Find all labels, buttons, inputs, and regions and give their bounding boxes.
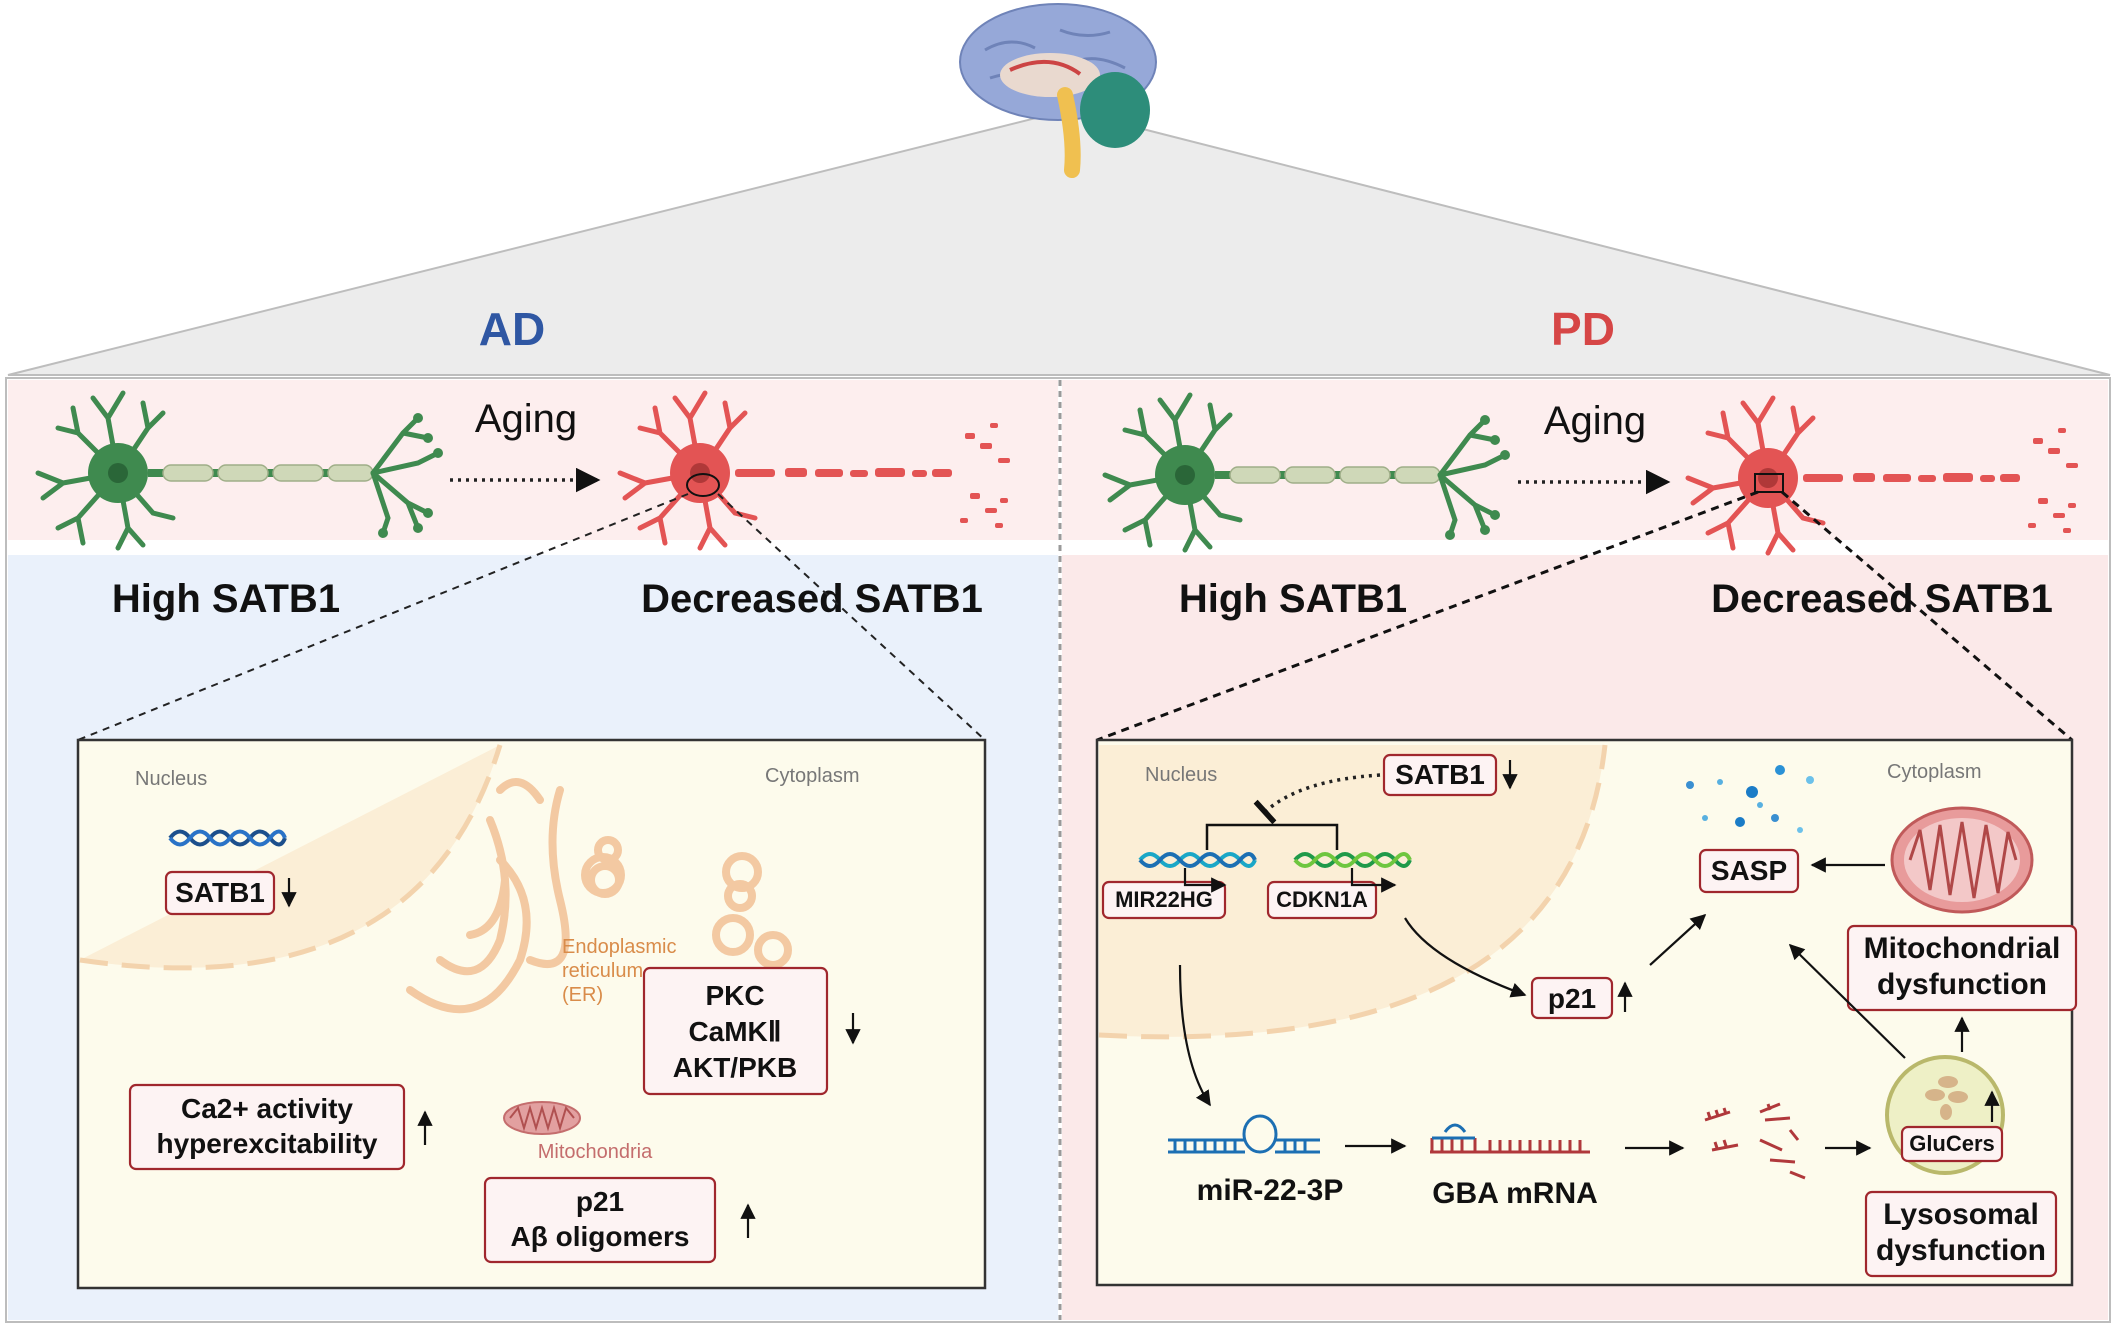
pd-aging-label: Aging	[1544, 399, 1646, 443]
pd-satb1-label: SATB1	[1395, 759, 1485, 790]
ad-satb1-label: SATB1	[175, 877, 265, 908]
mitochondria-icon	[503, 1101, 581, 1135]
ad-kinase-pkc: PKC	[705, 980, 764, 1011]
ad-cytoplasm-label: Cytoplasm	[765, 765, 859, 787]
ad-neuron-band	[8, 380, 1058, 540]
pd-mito-dysfunction-box	[1846, 924, 2078, 1012]
pd-p21-box	[1530, 976, 1614, 1020]
cdkn1a-dna-icon	[1293, 852, 1412, 868]
mitochondrion-icon	[1890, 806, 2034, 914]
projection-trapezoid	[7, 108, 2111, 376]
p21-to-sasp-arrow	[1649, 913, 1707, 966]
sasp-particles-icon	[1686, 765, 1814, 833]
pd-mito-line1: Mitochondrial	[1864, 932, 2061, 965]
pd-p21-label: p21	[1548, 983, 1596, 1014]
pd-cdkn1a-label: CDKN1A	[1276, 887, 1368, 912]
cdkn1a-tss-arrow	[1350, 868, 1397, 893]
pd-cytoplasm-label: Cytoplasm	[1887, 761, 1981, 783]
lysosome-to-sasp-arrow	[1788, 943, 1906, 1059]
brain-icon	[959, 3, 1157, 178]
pd-mito-line2: dysfunction	[1877, 968, 2047, 1001]
ad-zoom-line-left	[77, 493, 689, 741]
pd-zoom-line-left	[1096, 490, 1759, 742]
degraded-mrna-icon	[1704, 1102, 1806, 1180]
ad-p21-box	[483, 1176, 717, 1264]
mir22hg-to-mir-arrow	[1178, 964, 1211, 1107]
er-label-line1: Endoplasmic	[562, 936, 677, 958]
pd-glucers-box	[1900, 1125, 2004, 1163]
er-label-line3: (ER)	[562, 984, 603, 1006]
pd-mir22hg-box	[1101, 880, 1227, 920]
pd-inhibit-bracket	[1205, 823, 1339, 850]
ad-zoom-marker	[686, 473, 720, 497]
ad-nucleus-label: Nucleus	[135, 768, 207, 790]
pd-decreased-satb1: Decreased SATB1	[1711, 577, 2053, 621]
er-icon	[406, 778, 792, 1014]
pd-sasp-box	[1698, 848, 1800, 894]
pd-mir22hg-label: MIR22HG	[1115, 887, 1213, 912]
cdkn1a-to-p21-arrow	[1404, 917, 1527, 998]
pd-gba-label: GBA mRNA	[1432, 1177, 1598, 1210]
mitochondria-label: Mitochondria	[538, 1141, 653, 1163]
pd-mir-label: miR-22-3P	[1197, 1174, 1344, 1207]
ad-satb1-box	[164, 870, 276, 916]
pd-nucleus-label: Nucleus	[1145, 764, 1217, 786]
pd-cdkn1a-box	[1266, 880, 1378, 920]
mir22hg-tss-arrow	[1183, 868, 1227, 893]
ad-aging-label: Aging	[475, 397, 577, 441]
dna-icon	[168, 829, 287, 847]
ad-kinase-camkii: CaMKⅡ	[688, 1016, 781, 1047]
ad-kinase-box	[642, 966, 829, 1096]
ad-ca-box	[128, 1083, 406, 1171]
ad-ca-line2: hyperexcitability	[157, 1128, 378, 1159]
ad-inset: Nucleus Cytoplasm SATB1 Endoplasmic reti…	[76, 738, 987, 1290]
ad-high-satb1: High SATB1	[112, 577, 340, 621]
mir22hg-dna-icon	[1138, 852, 1257, 868]
pd-heading: PD	[1551, 303, 1615, 355]
mirna-hairpin-icon	[1168, 1114, 1320, 1154]
pd-lyso-dysfunction-box	[1864, 1190, 2058, 1278]
pd-lyso-line1: Lysosomal	[1883, 1198, 2039, 1231]
ad-p21-line2: Aβ oligomers	[511, 1221, 690, 1252]
pd-satb1-inhibit-line	[1253, 773, 1381, 825]
ad-kinase-akt: AKT/PKB	[673, 1052, 797, 1083]
pd-glucers-label: GluCers	[1909, 1131, 1995, 1156]
ad-p21-line1: p21	[576, 1186, 624, 1217]
er-label-line2: reticulum	[562, 960, 643, 982]
ad-heading: AD	[479, 303, 545, 355]
ad-zoom-line-right	[717, 493, 986, 741]
ad-ca-line1: Ca2+ activity	[181, 1093, 353, 1124]
pd-high-satb1: High SATB1	[1179, 577, 1407, 621]
pd-zoom-line-right	[1781, 490, 2073, 742]
gba-mrna-icon	[1430, 1123, 1590, 1154]
pd-zoom-marker	[1754, 473, 1784, 493]
ad-decreased-satb1: Decreased SATB1	[641, 577, 983, 621]
pd-satb1-box	[1382, 753, 1498, 797]
pd-neuron-band	[1062, 380, 2108, 540]
pd-lyso-line2: dysfunction	[1876, 1234, 2046, 1267]
pd-sasp-label: SASP	[1711, 855, 1787, 886]
pd-inset: Nucleus Cytoplasm SATB1 MIR22HG CDKN1A p…	[1095, 738, 2078, 1287]
